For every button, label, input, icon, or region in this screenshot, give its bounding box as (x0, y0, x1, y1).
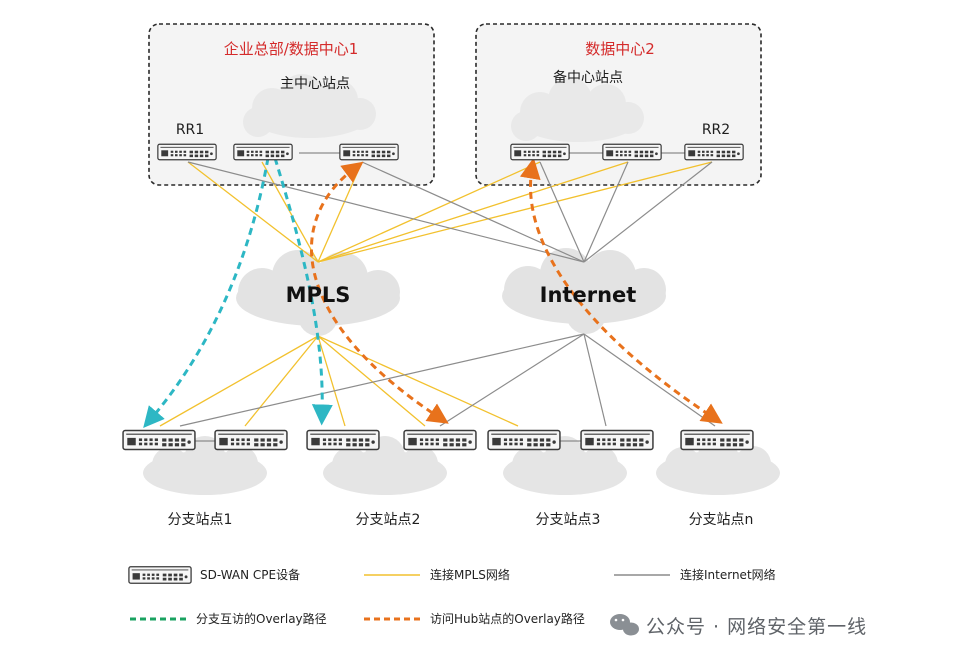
branch-cloud-3 (503, 436, 627, 495)
legend-mpls-label: 连接MPLS网络 (430, 567, 510, 582)
dc1-cloud (243, 74, 376, 138)
legend: SD-WAN CPE设备 连接MPLS网络 连接Internet网络 分支互访的… (128, 566, 776, 626)
wechat-icon (610, 614, 639, 636)
legend-branch-overlay-label: 分支互访的Overlay路径 (196, 611, 327, 626)
cpe-device-branch3-a (487, 429, 561, 451)
cpe-device-rr1 (157, 143, 217, 161)
cpe-device-dc2-2 (602, 143, 662, 161)
branch-cloud-1 (143, 436, 267, 495)
branch-label-2: 分支站点2 (356, 512, 421, 528)
watermark-text: 公众号 · 网络安全第一线 (646, 616, 867, 638)
branch-label-n: 分支站点n (689, 512, 754, 528)
rr1-label: RR1 (176, 122, 204, 138)
cpe-device-hq-2 (339, 143, 399, 161)
dc2-site-label: 备中心站点 (553, 69, 623, 86)
legend-hub-overlay-label: 访问Hub站点的Overlay路径 (430, 611, 585, 626)
cpe-device-branchn (680, 429, 754, 451)
branch-cloud-2 (323, 436, 447, 495)
cpe-device-branch3-b (580, 429, 654, 451)
dc1-title: 企业总部/数据中心1 (224, 40, 359, 58)
dc2-cloud (511, 78, 644, 142)
legend-cpe-icon (128, 566, 192, 584)
cpe-device-branch1-a (122, 429, 196, 451)
branch-overlay-path-1 (143, 157, 270, 428)
cpe-device-branch2-b (403, 429, 477, 451)
branch-overlay-path-2 (273, 157, 333, 426)
branch-label-1: 分支站点1 (168, 512, 233, 528)
legend-cpe-label: SD-WAN CPE设备 (200, 568, 300, 582)
rr2-label: RR2 (702, 122, 730, 138)
watermark: 公众号 · 网络安全第一线 (610, 614, 867, 638)
hub-overlay-path-1 (309, 161, 449, 424)
cpe-device-rr2 (684, 143, 744, 161)
cpe-device-branch1-b (214, 429, 288, 451)
mpls-label: MPLS (286, 283, 351, 307)
branch-label-3: 分支站点3 (536, 512, 601, 528)
hub-overlay-path-2 (519, 157, 723, 424)
cpe-device-branch2-a (306, 429, 380, 451)
internal-links (195, 152, 686, 442)
cpe-device-hq-1 (233, 143, 293, 161)
dc2-title: 数据中心2 (585, 40, 655, 58)
internet-label: Internet (540, 283, 637, 307)
dc1-site-label: 主中心站点 (280, 76, 350, 92)
cpe-device-dc2-1 (510, 143, 570, 161)
legend-internet-label: 连接Internet网络 (680, 567, 776, 582)
